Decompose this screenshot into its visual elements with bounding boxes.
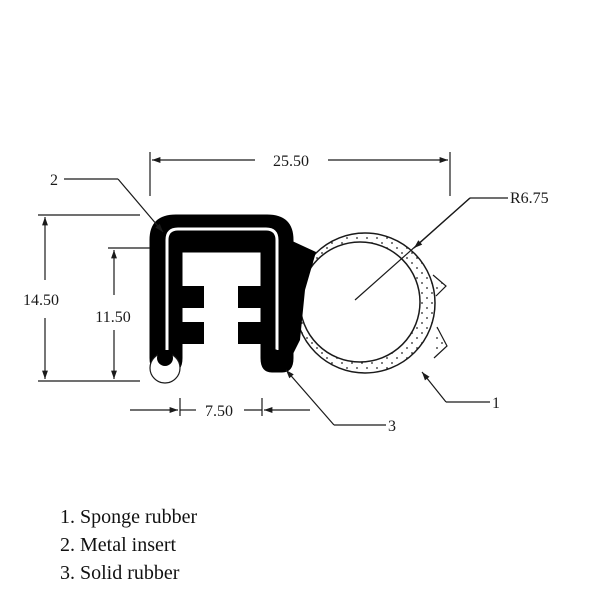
profile-lip-dot [157,350,173,366]
radius-callout [354,197,508,301]
callout-3-leader [285,369,386,426]
dimension-overall-width-label: 25.50 [273,153,309,170]
profile-lip-dot-right [264,349,282,367]
dimension-overall-width [149,152,451,196]
callout-1-leader [421,371,490,403]
dimension-overall-height-label: 14.50 [23,292,59,309]
legend: 1. Sponge rubber 2. Metal insert 3. Soli… [60,503,197,587]
dimension-inner-height-label: 11.50 [95,309,130,326]
sponge-rubber-bulb [294,232,448,374]
radius-callout-label: R6.75 [510,190,549,207]
callout-2-leader [64,178,164,233]
callout-1-label: 1 [492,395,500,412]
dimension-overall-height [38,214,140,382]
legend-item-metal-insert: 2. Metal insert [60,534,177,556]
solid-rubber-profile [149,214,316,373]
callout-3-label: 3 [388,418,396,435]
dimension-gap-width-label: 7.50 [205,403,233,420]
metal-insert [165,227,279,350]
legend-item-sponge-rubber: 1. Sponge rubber [60,506,198,528]
dimension-inner-height [108,247,150,379]
legend-item-solid-rubber: 3. Solid rubber [60,562,180,584]
callout-2-label: 2 [50,172,58,189]
dimension-gap-width [130,398,310,416]
